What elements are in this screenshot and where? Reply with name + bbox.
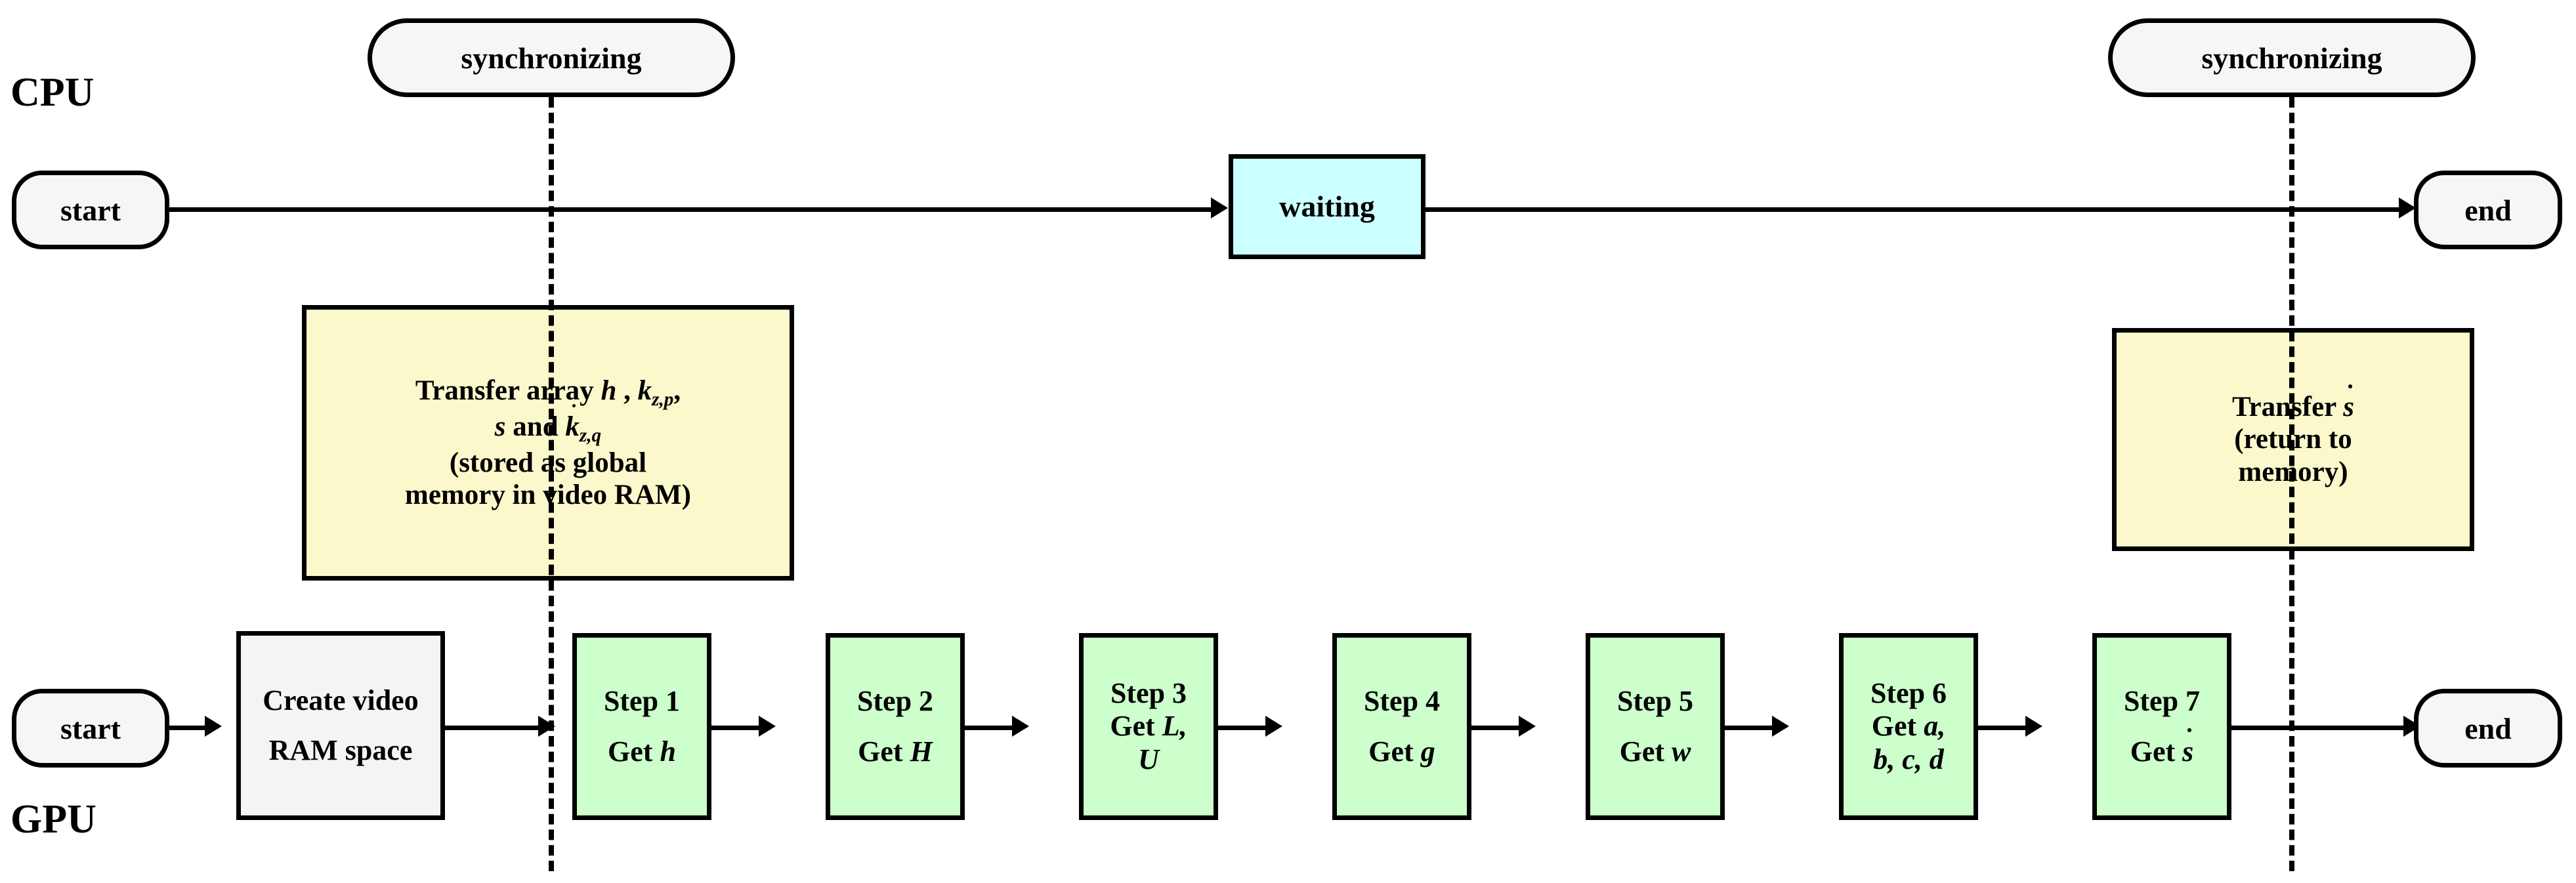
gpu-connector-5-6 [1725,726,1776,730]
gpu-step-7-body: Get s [2130,728,2194,768]
gpu-arrowhead-5 [1519,716,1536,737]
gpu-step-box-6[interactable]: Step 6 Get a, b, c, d [1839,633,1978,820]
lane-label-gpu: GPU [11,797,96,842]
gpu-step-5-body: Get w [1620,735,1691,768]
gpu-step-box-5[interactable]: Step 5 Get w [1586,633,1725,820]
gpu-step-6-title: Step 6 [1870,677,1947,710]
gpu-step-7-prefix: Get [2130,735,2183,768]
transfer-in-line2-mid: and [505,411,566,442]
gpu-arrowhead-step1 [538,716,555,737]
gpu-step-7-title: Step 7 [2123,685,2201,718]
cpu-end-terminator[interactable]: end [2414,171,2562,249]
gpu-step-4-prefix: Get [1368,735,1421,768]
gpu-step-6-prefix: Get [1871,710,1924,743]
gpu-step-3-body: Get L, [1110,710,1187,743]
gpu-step-5-var: w [1672,735,1691,768]
gpu-step-5-title: Step 5 [1616,685,1694,718]
gpu-step-1-body: Get h [608,735,676,768]
transfer-in-var-kdot: k [565,403,580,442]
transfer-in-line4: memory in video RAM) [405,480,691,511]
gpu-connector-6-7 [1978,726,2029,730]
gpu-step-2-body: Get H [858,735,933,768]
transfer-in-var-h: h [601,375,617,406]
sync-dashed-line-right [2289,97,2294,871]
transfer-in-sub-zp: z,p [652,388,674,410]
gpu-step-box-3[interactable]: Step 3 Get L, U [1079,633,1218,820]
gpu-step-4-var: g [1420,735,1435,768]
transfer-out-line1: Transfer s [2232,384,2354,423]
gpu-connector-7-end [2231,726,2422,730]
gpu-create-vram-line2: RAM space [268,734,413,766]
cpu-arrowhead-waiting [1211,197,1228,218]
gpu-step-box-2[interactable]: Step 2 Get H [826,633,965,820]
gpu-step-6-body-extra: b, c, d [1873,743,1944,775]
transfer-in-var-s: s [494,411,506,442]
gpu-step-3-var: L, [1162,710,1187,743]
gpu-step-1-var: h [660,735,676,768]
gpu-step-box-1[interactable]: Step 1 Get h [572,633,711,820]
gpu-end-terminator[interactable]: end [2414,689,2562,768]
cpu-start-terminator[interactable]: start [12,171,169,249]
transfer-in-line1-mid: , [616,375,638,406]
gpu-step-2-title: Step 2 [856,685,934,718]
gpu-arrowhead-6 [1772,716,1789,737]
gpu-arrowhead-2 [759,716,776,737]
cpu-waiting-label: waiting [1279,189,1375,223]
gpu-step-5-prefix: Get [1619,735,1672,768]
transfer-in-line1-prefix: Transfer array [415,375,601,406]
gpu-connector-4-5 [1471,726,1523,730]
gpu-step-4-title: Step 4 [1363,685,1441,718]
transfer-in-line3: (stored as global [449,447,647,479]
cpu-waiting-box[interactable]: waiting [1229,154,1425,259]
transfer-in-line1-suffix: , [673,375,681,406]
gpu-step-7-var-sdot: s [2182,728,2194,768]
gpu-step-3-body-extra: U [1138,743,1159,775]
gpu-arrowhead-3 [1012,716,1029,737]
gpu-end-label: end [2464,711,2512,745]
gpu-create-vram-line1: Create video [263,684,419,716]
gpu-connector-start-to-create [169,726,209,730]
transfer-in-line1: Transfer array h , kz,p, [415,375,681,411]
gpu-step-1-title: Step 1 [603,685,681,718]
gpu-step-box-7[interactable]: Step 7 Get s [2092,633,2231,820]
sync-node-left[interactable]: synchronizing [368,18,735,97]
gpu-connector-3-4 [1218,726,1269,730]
gpu-arrowhead-4 [1265,716,1282,737]
transfer-in-var-k1: k [637,375,652,406]
gpu-arrowhead-7 [2025,716,2042,737]
cpu-arrowhead-end [2399,197,2416,218]
gpu-start-terminator[interactable]: start [12,689,169,768]
transfer-out-var-sdot: s [2343,384,2354,423]
gpu-arrowhead-create [205,716,222,737]
cpu-connector-waiting-to-end [1425,207,2407,212]
cpu-start-label: start [60,193,121,227]
gpu-start-label: start [60,711,121,745]
gpu-connector-2-3 [965,726,1016,730]
gpu-step-3-title: Step 3 [1110,677,1187,710]
transfer-out-line1-prefix: Transfer [2232,392,2344,423]
lane-label-cpu: CPU [11,70,95,115]
transfer-in-line2: s and kz,q [494,403,602,447]
gpu-create-vram-box[interactable]: Create video RAM space [236,631,445,820]
cpu-connector-start-to-waiting [169,207,1219,212]
gpu-step-6-var: a, [1924,710,1946,743]
gpu-step-2-prefix: Get [858,735,910,768]
gpu-step-4-body: Get g [1368,735,1435,768]
cpu-end-label: end [2464,193,2512,227]
gpu-connector-1-2 [711,726,763,730]
gpu-step-1-prefix: Get [608,735,660,768]
transfer-in-sub-zq: z,q [579,424,602,446]
sync-node-right[interactable]: synchronizing [2108,18,2476,97]
sync-dashed-line-left [549,97,554,871]
gpu-step-box-4[interactable]: Step 4 Get g [1332,633,1471,820]
gpu-step-2-var: H [910,735,933,768]
gpu-connector-create-to-step1 [445,726,542,730]
transfer-in-box[interactable]: Transfer array h , kz,p, s and kz,q (sto… [302,305,794,581]
gpu-step-3-prefix: Get [1110,710,1162,743]
sync-node-right-label: synchronizing [2201,41,2382,75]
sync-node-left-label: synchronizing [461,41,642,75]
gpu-step-6-body: Get a, [1872,710,1945,743]
